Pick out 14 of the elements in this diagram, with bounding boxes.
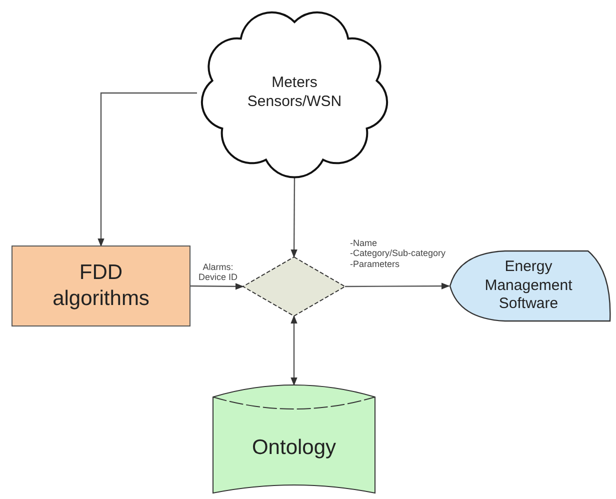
node-label: Energy Management Software [484,258,574,314]
node-label: Ontology [252,434,336,461]
edge-label: Alarms: Device ID [197,262,238,283]
edge-label: -Name -Category/Sub-category -Parameters [350,238,446,270]
process-box [12,246,190,326]
terminal-shape [447,251,610,321]
arrow [290,178,298,258]
node-label: Meters Sensors/WSN [246,74,343,112]
node-label: FDD algorithms [52,260,150,312]
decision-diamond [243,257,345,316]
arrow [345,282,450,290]
arrow [190,283,244,290]
arrow [290,315,298,386]
arrow [98,92,197,247]
